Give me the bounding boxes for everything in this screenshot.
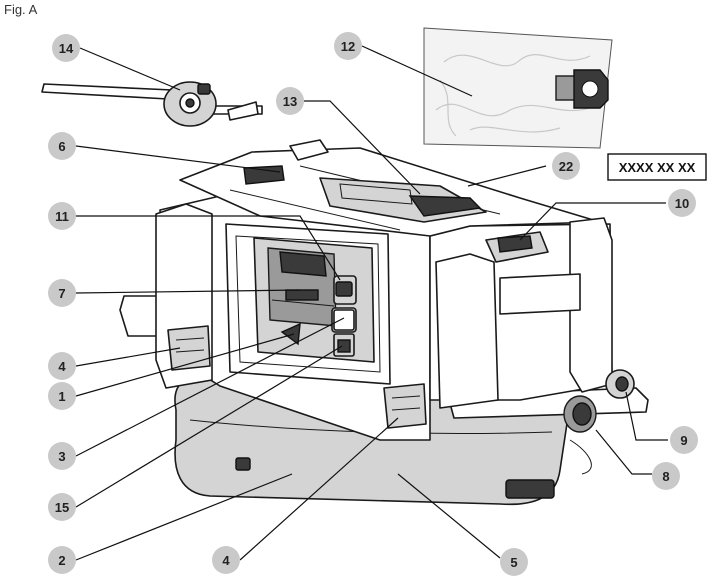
callout-13: 13 — [276, 87, 304, 115]
callout-8: 8 — [652, 462, 680, 490]
leader-lines — [75, 45, 668, 561]
callout-5: 5 — [500, 548, 528, 576]
svg-text:13: 13 — [283, 94, 297, 109]
svg-text:9: 9 — [680, 433, 687, 448]
svg-text:11: 11 — [55, 209, 69, 224]
filter-bag — [423, 27, 613, 149]
product-code: XXXX XX XX — [619, 160, 696, 175]
svg-text:12: 12 — [341, 39, 355, 54]
svg-text:5: 5 — [510, 555, 517, 570]
svg-text:2: 2 — [58, 553, 65, 568]
callout-7: 7 — [48, 279, 76, 307]
svg-text:22: 22 — [559, 159, 573, 174]
callout-22: 22 — [552, 152, 580, 180]
svg-text:8: 8 — [662, 469, 669, 484]
svg-text:1: 1 — [58, 389, 65, 404]
svg-text:4: 4 — [58, 359, 66, 374]
callout-6: 6 — [48, 132, 76, 160]
callout-2: 2 — [48, 546, 76, 574]
svg-text:14: 14 — [59, 41, 74, 56]
callout-9: 9 — [670, 426, 698, 454]
callout-11: 11 — [48, 202, 76, 230]
callout-10: 10 — [668, 189, 696, 217]
callouts: 14 12 6 13 22 11 10 7 4 1 3 — [48, 32, 698, 576]
product-code-box: XXXX XX XX — [607, 153, 707, 181]
strap-accessory — [41, 81, 263, 127]
callout-3: 3 — [48, 442, 76, 470]
callout-1: 1 — [48, 382, 76, 410]
svg-text:7: 7 — [58, 286, 65, 301]
svg-text:6: 6 — [58, 139, 65, 154]
callout-15: 15 — [48, 493, 76, 521]
figure-label: Fig. A — [4, 2, 38, 17]
svg-text:3: 3 — [58, 449, 65, 464]
callout-12: 12 — [334, 32, 362, 60]
device-body — [119, 139, 649, 506]
svg-text:4: 4 — [222, 553, 230, 568]
callout-4-bottom: 4 — [212, 546, 240, 574]
svg-text:15: 15 — [55, 500, 69, 515]
callout-14: 14 — [52, 34, 80, 62]
svg-text:10: 10 — [675, 196, 689, 211]
callout-4-left: 4 — [48, 352, 76, 380]
